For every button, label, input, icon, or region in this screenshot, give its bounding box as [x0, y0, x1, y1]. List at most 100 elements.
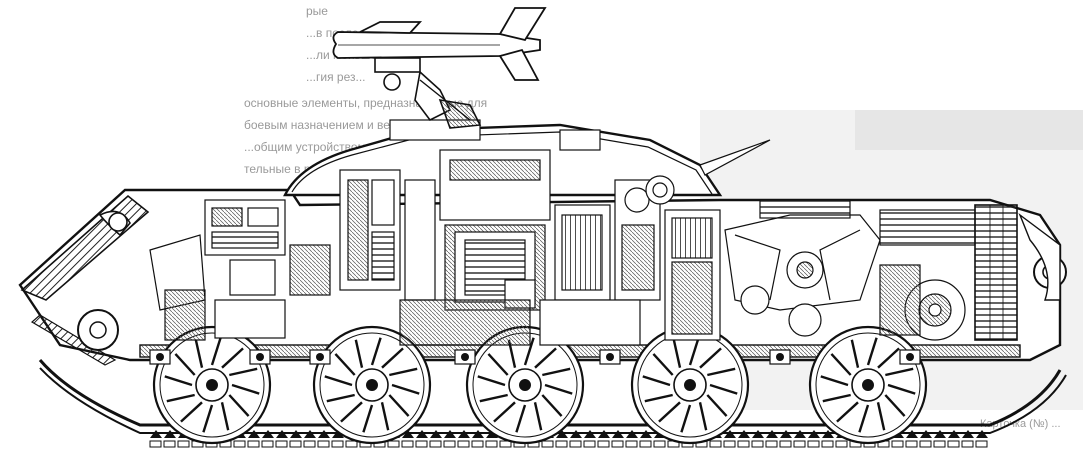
track-link — [261, 440, 274, 448]
track-link-tooth — [304, 430, 316, 438]
track-link — [149, 440, 162, 448]
track-link — [779, 440, 792, 448]
background-text-line: рые — [306, 4, 328, 18]
track-link-tooth — [332, 430, 344, 438]
track-link-tooth — [766, 430, 778, 438]
track-link-tooth — [626, 430, 638, 438]
track-link-tooth — [402, 430, 414, 438]
track-link-tooth — [724, 430, 736, 438]
track-link-tooth — [906, 430, 918, 438]
track-link — [933, 440, 946, 448]
track-link — [331, 440, 344, 448]
track-link — [443, 440, 456, 448]
track-link — [471, 440, 484, 448]
track-link — [891, 440, 904, 448]
road-wheels — [152, 325, 928, 445]
track-link — [639, 440, 652, 448]
track-link — [905, 440, 918, 448]
track-link-tooth — [584, 430, 596, 438]
track-link-tooth — [808, 430, 820, 438]
road-wheel — [152, 325, 272, 445]
road-wheel — [808, 325, 928, 445]
bracket-bolt — [461, 353, 469, 361]
track-link — [961, 440, 974, 448]
track-link-tooth — [430, 430, 442, 438]
track-link — [485, 440, 498, 448]
track-link-tooth — [150, 430, 162, 438]
suspension-brackets — [149, 349, 921, 365]
track-link-tooth — [570, 430, 582, 438]
driver-compartment — [98, 199, 331, 341]
engine-compartment — [664, 199, 1018, 341]
missile-launcher-mount — [374, 57, 482, 129]
track-link-tooth — [262, 430, 274, 438]
road-wheel — [465, 325, 585, 445]
track-link — [457, 440, 470, 448]
track-link — [317, 440, 330, 448]
track-link — [345, 440, 358, 448]
track-link-tooth — [780, 430, 792, 438]
track-link-tooth — [290, 430, 302, 438]
track-link — [821, 440, 834, 448]
bracket-bolt — [606, 353, 614, 361]
track-link-tooth — [962, 430, 974, 438]
fighting-compartment — [339, 149, 661, 346]
rear-door — [1018, 212, 1061, 301]
track-link-tooth — [976, 430, 988, 438]
track-link-tooth — [248, 430, 260, 438]
road-wheel — [630, 325, 750, 445]
roof-details — [389, 119, 771, 205]
track-link — [765, 440, 778, 448]
track-link — [275, 440, 288, 448]
track-link — [611, 440, 624, 448]
track-link — [555, 440, 568, 448]
track-link — [835, 440, 848, 448]
track-link-tooth — [416, 430, 428, 438]
track-link — [625, 440, 638, 448]
missile — [332, 7, 547, 81]
track-link — [429, 440, 442, 448]
bracket-bolt — [156, 353, 164, 361]
track-link — [583, 440, 596, 448]
track-link — [723, 440, 736, 448]
track-link — [751, 440, 764, 448]
bracket-bolt — [316, 353, 324, 361]
track-link — [653, 440, 666, 448]
track-link-tooth — [794, 430, 806, 438]
track-link-tooth — [598, 430, 610, 438]
track-link — [303, 440, 316, 448]
track-link — [709, 440, 722, 448]
track-link — [737, 440, 750, 448]
front-idler-wheel — [77, 309, 119, 351]
track-link — [233, 440, 246, 448]
track-link — [597, 440, 610, 448]
track-link-tooth — [318, 430, 330, 438]
road-wheel — [312, 325, 432, 445]
track-link — [807, 440, 820, 448]
track-link-tooth — [276, 430, 288, 438]
track-link — [919, 440, 932, 448]
track-link-tooth — [472, 430, 484, 438]
bracket-bolt — [906, 353, 914, 361]
track-link — [947, 440, 960, 448]
track-link — [289, 440, 302, 448]
page-shadow — [855, 110, 1083, 150]
track-link-tooth — [640, 430, 652, 438]
track-link — [247, 440, 260, 448]
track-bottom — [38, 359, 1067, 434]
track-link-tooth — [612, 430, 624, 438]
bracket-bolt — [256, 353, 264, 361]
track-link-tooth — [948, 430, 960, 438]
track-link — [793, 440, 806, 448]
track-link-tooth — [920, 430, 932, 438]
track-link-tooth — [934, 430, 946, 438]
track-link — [387, 440, 400, 448]
track-link-tooth — [738, 430, 750, 438]
background-text-line: ...общим устройством — [244, 140, 366, 154]
track-link — [541, 440, 554, 448]
bracket-bolt — [776, 353, 784, 361]
track-link-tooth — [164, 430, 176, 438]
background-text-line: боевым назначением и ве... — [244, 118, 400, 132]
